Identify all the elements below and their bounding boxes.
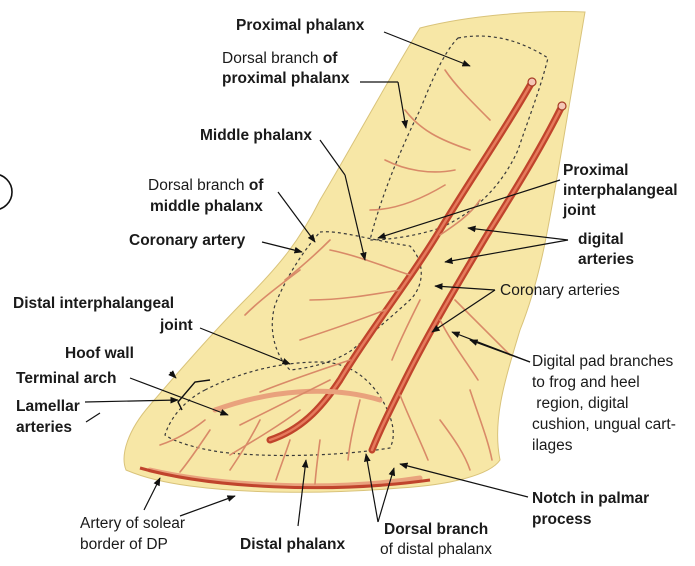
label-solear-1: Artery of solear xyxy=(80,515,185,532)
label-dorsal-branch-middle-2: middle phalanx xyxy=(150,198,263,215)
label-dorsal-branch-proximal: Dorsal branch of xyxy=(222,50,338,67)
label-digital-pad-4: cushion, ungual cart- xyxy=(532,416,676,433)
label-dorsal-branch-middle: Dorsal branch of xyxy=(148,177,264,194)
label-dorsal-branch-distal-2: of distal phalanx xyxy=(380,541,492,558)
label-distal-phalanx: Distal phalanx xyxy=(240,536,345,553)
label-solear-2: border of DP xyxy=(80,536,168,553)
label-digital-arteries-2: arteries xyxy=(578,251,634,268)
label-digital-arteries-1: digital xyxy=(578,231,624,248)
label-coronary-arteries: Coronary arteries xyxy=(500,282,620,299)
label-proximal-phalanx: Proximal phalanx xyxy=(236,17,365,34)
label-dorsal-branch-proximal-2: proximal phalanx xyxy=(222,70,350,87)
label-pip-joint-2: interphalangeal xyxy=(563,182,678,199)
label-terminal-arch: Terminal arch xyxy=(16,370,117,387)
label-digital-pad-3: region, digital xyxy=(532,395,629,412)
label-pip-joint-3: joint xyxy=(562,202,596,219)
label-digital-pad-1: Digital pad branches xyxy=(532,353,674,370)
label-lamellar-1: Lamellar xyxy=(16,398,80,415)
label-dorsal-branch-distal-1: Dorsal branch xyxy=(384,521,488,538)
label-coronary-artery: Coronary artery xyxy=(129,232,246,249)
label-hoof-wall: Hoof wall xyxy=(65,345,134,362)
label-dip-joint-1: Distal interphalangeal xyxy=(13,295,174,312)
label-notch-1: Notch in palmar xyxy=(532,490,649,507)
edge-circle xyxy=(0,174,12,210)
label-lamellar-2: arteries xyxy=(16,419,72,436)
label-dip-joint-2: joint xyxy=(159,317,193,334)
label-pip-joint-1: Proximal xyxy=(563,162,628,179)
label-digital-pad-5: ilages xyxy=(532,437,573,454)
label-notch-2: process xyxy=(532,511,591,528)
label-middle-phalanx: Middle phalanx xyxy=(200,127,312,144)
label-digital-pad-2: to frog and heel xyxy=(532,374,640,391)
